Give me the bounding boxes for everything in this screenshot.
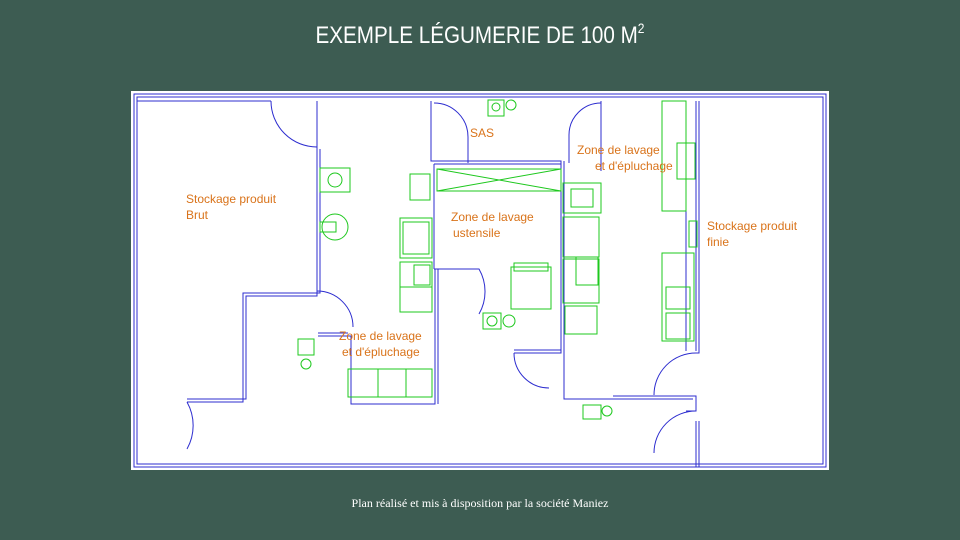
label-sas: SAS bbox=[470, 126, 494, 140]
wall-lower-room bbox=[318, 269, 436, 405]
label-stockage-brut-1: Stockage produit bbox=[186, 192, 277, 206]
door-lavage-bottom bbox=[513, 352, 550, 389]
label-stockage-finie-1: Stockage produit bbox=[707, 219, 798, 233]
zone-labels: Stockage produit Brut SAS Zone de lavage… bbox=[186, 126, 798, 359]
door-sas-left bbox=[433, 102, 469, 163]
outer-wall bbox=[133, 93, 827, 468]
equipment-sink-2 bbox=[562, 182, 602, 214]
equipment-cold-room bbox=[661, 252, 695, 342]
slide-caption: Plan réalisé et mis à disposition par la… bbox=[351, 496, 609, 510]
equipment-unit-b bbox=[399, 217, 433, 259]
label-stockage-brut-2: Brut bbox=[186, 208, 209, 222]
equipment-peeler bbox=[321, 213, 349, 241]
equipment-hood bbox=[436, 168, 562, 192]
label-lavage-epluchage-bottom-2: et d'épluchage bbox=[342, 345, 420, 359]
door-stock-finie-top bbox=[653, 352, 697, 396]
equipment bbox=[297, 99, 698, 420]
label-lavage-epluchage-bottom-1: Zone de lavage bbox=[339, 329, 422, 343]
label-lavage-ustensile-2: ustensile bbox=[453, 226, 501, 240]
equipment-unit-a bbox=[409, 173, 431, 201]
equipment-handwash-2 bbox=[582, 404, 602, 420]
label-lavage-epluchage-top-2: et d'épluchage bbox=[595, 159, 673, 173]
floor-plan-drawing: Stockage produit Brut SAS Zone de lavage… bbox=[133, 93, 827, 468]
label-lavage-epluchage-top-1: Zone de lavage bbox=[577, 143, 660, 157]
slide-title-text: EXEMPLE LÉGUMERIE DE 100 M bbox=[315, 22, 638, 49]
slide-title-superscript: 2 bbox=[637, 20, 645, 36]
equipment-sink-1 bbox=[319, 167, 351, 193]
floor-plan: Stockage produit Brut SAS Zone de lavage… bbox=[131, 91, 829, 470]
wall-sas bbox=[430, 101, 436, 162]
equipment-handwash-1 bbox=[297, 338, 315, 356]
wall-stock-brut bbox=[187, 101, 318, 400]
wall-ustensile bbox=[514, 161, 562, 354]
door-stock-brut bbox=[270, 100, 318, 148]
walls bbox=[133, 93, 827, 468]
label-lavage-ustensile-1: Zone de lavage bbox=[451, 210, 534, 224]
door-stock-finie-bottom bbox=[653, 410, 697, 454]
doors bbox=[186, 100, 697, 454]
door-sas-right bbox=[568, 102, 602, 163]
door-left-exit bbox=[186, 401, 194, 450]
equipment-handwash-3 bbox=[487, 99, 505, 117]
equipment-worktable bbox=[347, 368, 433, 398]
door-ustensile bbox=[434, 268, 486, 315]
door-lower-room bbox=[316, 290, 354, 328]
slide-title: EXEMPLE LÉGUMERIE DE 100 M2 bbox=[67, 20, 893, 50]
equipment-unit-c bbox=[562, 216, 600, 258]
equipment-shelves bbox=[661, 100, 687, 212]
equipment-dishwasher bbox=[510, 266, 552, 310]
label-stockage-finie-2: finie bbox=[707, 235, 729, 249]
